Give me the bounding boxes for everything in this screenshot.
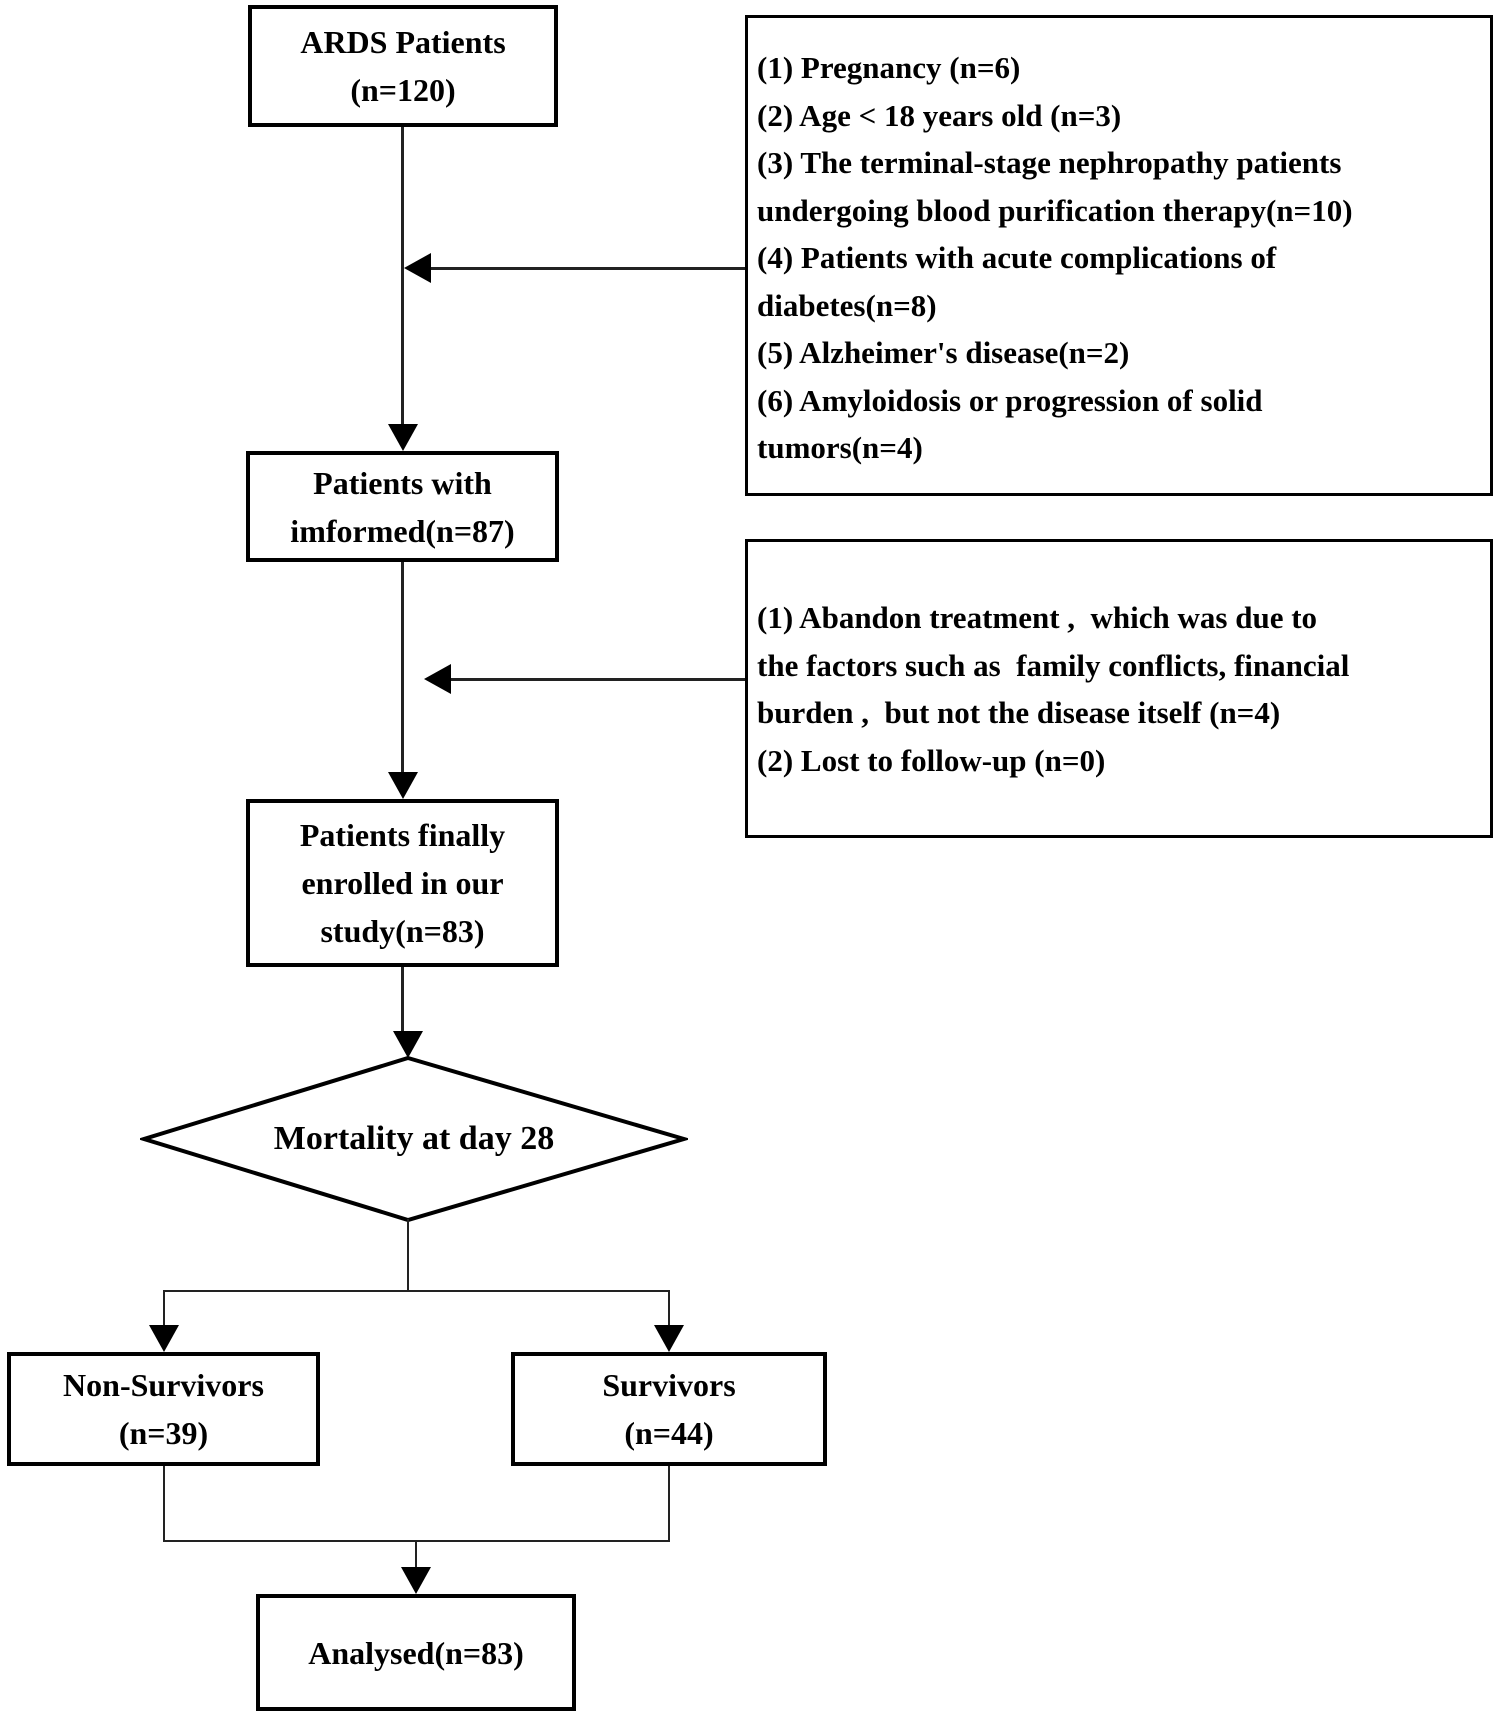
node-survivors-line: Survivors bbox=[602, 1367, 736, 1403]
arrowhead-left-icon bbox=[404, 253, 431, 283]
exclusion1-line: (2) Age < 18 years old (n=3) bbox=[757, 97, 1122, 133]
exclusion1-line: (1) Pregnancy (n=6) bbox=[757, 50, 1021, 85]
connector-branch-right bbox=[668, 1291, 670, 1328]
connector-exclusion2-arrow bbox=[449, 678, 745, 681]
node-patients-informed: Patients with imformed(n=87) bbox=[246, 451, 559, 562]
connector-informed-to-enrolled bbox=[401, 562, 404, 774]
exclusion1-line: (5) Alzheimer's disease(n=2) bbox=[757, 335, 1130, 370]
connector-ards-to-informed bbox=[401, 127, 404, 427]
node-analysed: Analysed(n=83) bbox=[256, 1594, 576, 1711]
node-non-survivors: Non-Survivors (n=39) bbox=[7, 1352, 320, 1466]
node-informed-count: imformed(n=87) bbox=[290, 512, 515, 549]
node-ards-line: ARDS Patients bbox=[300, 24, 506, 60]
exclusion1-line: undergoing blood purification therapy(n=… bbox=[757, 192, 1353, 228]
exclusion2-line: burden , but not the disease itself (n=4… bbox=[757, 695, 1281, 730]
node-non-survivors-line: Non-Survivors bbox=[63, 1367, 264, 1403]
connector-branch-left bbox=[163, 1291, 165, 1328]
exclusion2-line: the factors such as family conflicts, fi… bbox=[757, 647, 1350, 683]
arrowhead-down-icon bbox=[393, 1031, 423, 1058]
exclusion1-line: (3) The terminal-stage nephropathy patie… bbox=[757, 145, 1342, 180]
connector-enrolled-to-decision bbox=[401, 967, 404, 1033]
connector-decision-stem bbox=[407, 1219, 409, 1292]
connector-nonsurvivors-down bbox=[163, 1466, 165, 1542]
arrowhead-down-icon bbox=[149, 1325, 179, 1352]
connector-survivors-down bbox=[668, 1466, 670, 1542]
node-ards-patients: ARDS Patients (n=120) bbox=[248, 5, 558, 127]
exclusion2-line: (1) Abandon treatment , which was due to bbox=[757, 600, 1318, 635]
exclusion2-line: (2) Lost to follow-up (n=0) bbox=[757, 742, 1106, 778]
node-enrolled-line: enrolled in our bbox=[301, 865, 504, 901]
arrowhead-down-icon bbox=[654, 1325, 684, 1352]
node-enrolled-line: Patients finally bbox=[299, 817, 506, 853]
connector-exclusion1-arrow bbox=[429, 267, 745, 270]
decision-diamond-label: Mortality at day 28 bbox=[273, 1120, 555, 1157]
node-analysed-label: Analysed(n=83) bbox=[308, 1634, 524, 1671]
exclusion-box-1: (1) Pregnancy (n=6) (2) Age < 18 years o… bbox=[745, 15, 1493, 496]
arrowhead-down-icon bbox=[388, 772, 418, 799]
connector-branch-horizontal bbox=[163, 1290, 670, 1292]
arrowhead-down-icon bbox=[388, 424, 418, 451]
node-informed-line: Patients with bbox=[313, 464, 492, 501]
node-survivors: Survivors (n=44) bbox=[511, 1352, 827, 1466]
exclusion1-line: diabetes(n=8) bbox=[757, 287, 937, 323]
exclusion-box-2: (1) Abandon treatment , which was due to… bbox=[745, 539, 1493, 838]
node-patients-enrolled: Patients finally enrolled in our study(n… bbox=[246, 799, 559, 967]
node-survivors-count: (n=44) bbox=[624, 1415, 714, 1451]
arrowhead-left-icon bbox=[424, 664, 451, 694]
exclusion1-line: tumors(n=4) bbox=[757, 430, 923, 465]
arrowhead-down-icon bbox=[401, 1567, 431, 1594]
node-enrolled-count: study(n=83) bbox=[320, 913, 485, 949]
node-ards-count: (n=120) bbox=[350, 72, 456, 108]
node-non-survivors-count: (n=39) bbox=[118, 1415, 209, 1451]
exclusion1-line: (4) Patients with acute complications of bbox=[757, 240, 1277, 275]
exclusion1-line: (6) Amyloidosis or progression of solid bbox=[757, 382, 1263, 418]
connector-merge-to-analysed bbox=[415, 1541, 417, 1569]
